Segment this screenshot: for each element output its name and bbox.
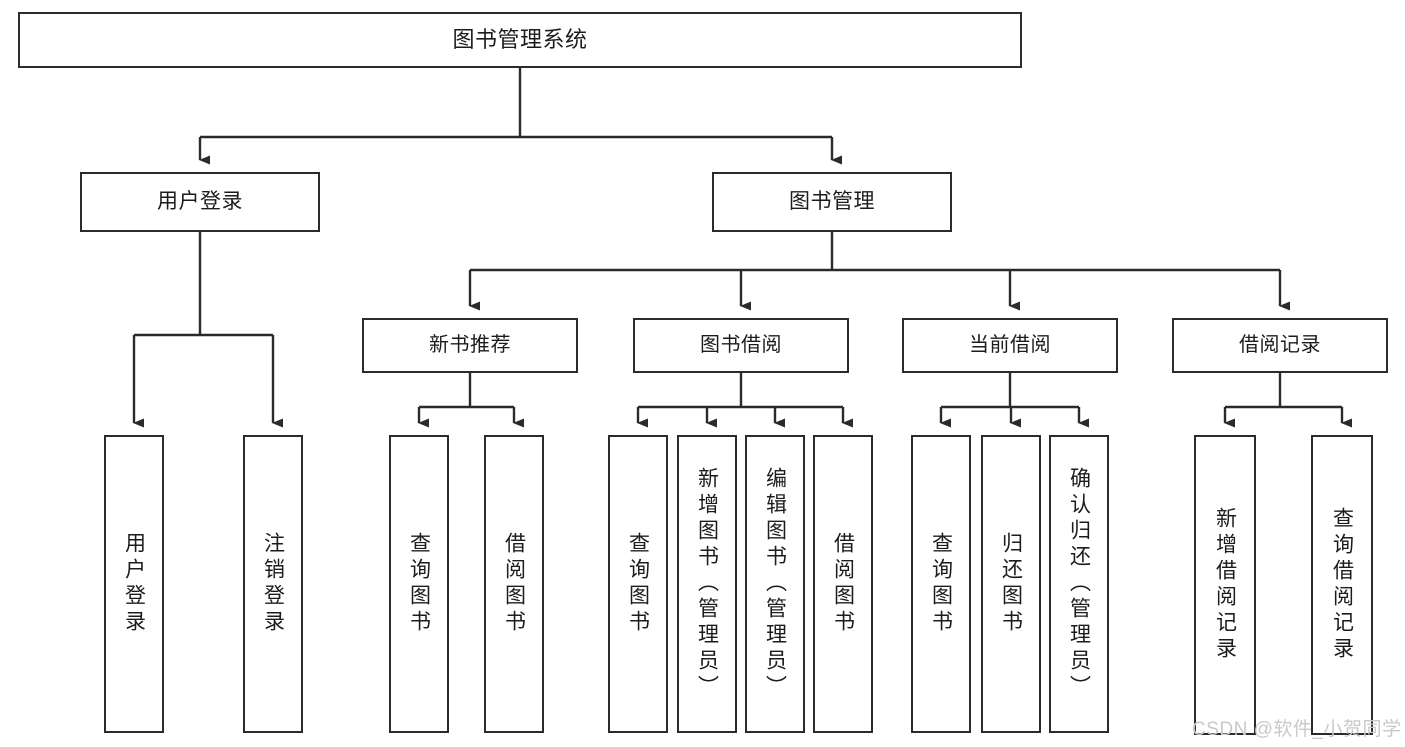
node-root[interactable]: 图书管理系统 bbox=[18, 12, 1022, 68]
node-leaf-query-book-1-label: 查询图书 bbox=[407, 532, 431, 636]
node-borrow-record-label: 借阅记录 bbox=[1239, 334, 1321, 356]
node-leaf-query-book-1[interactable]: 查询图书 bbox=[389, 435, 449, 733]
node-leaf-query-record[interactable]: 查询借阅记录 bbox=[1311, 435, 1373, 735]
node-leaf-confirm-return[interactable]: 确认归还（管理员） bbox=[1049, 435, 1109, 733]
node-leaf-edit-book[interactable]: 编辑图书（管理员） bbox=[745, 435, 805, 733]
node-leaf-return-book[interactable]: 归还图书 bbox=[981, 435, 1041, 733]
node-leaf-query-book-3-label: 查询图书 bbox=[929, 532, 953, 636]
node-leaf-query-book-3[interactable]: 查询图书 bbox=[911, 435, 971, 733]
node-leaf-query-book-2-label: 查询图书 bbox=[626, 532, 650, 636]
node-leaf-borrow-book-1-label: 借阅图书 bbox=[502, 532, 526, 636]
node-book-borrow-label: 图书借阅 bbox=[700, 334, 782, 356]
node-leaf-user-login-label: 用户登录 bbox=[122, 532, 146, 636]
node-new-book-recommend-label: 新书推荐 bbox=[429, 334, 511, 356]
node-leaf-add-book-label: 新增图书（管理员） bbox=[695, 467, 719, 701]
node-book-manage-label: 图书管理 bbox=[789, 189, 875, 213]
node-leaf-add-record[interactable]: 新增借阅记录 bbox=[1194, 435, 1256, 735]
node-leaf-user-login[interactable]: 用户登录 bbox=[104, 435, 164, 733]
node-leaf-query-record-label: 查询借阅记录 bbox=[1330, 507, 1354, 663]
node-user-login-label: 用户登录 bbox=[157, 189, 243, 213]
node-leaf-query-book-2[interactable]: 查询图书 bbox=[608, 435, 668, 733]
node-book-borrow[interactable]: 图书借阅 bbox=[633, 318, 849, 373]
node-leaf-borrow-book-2[interactable]: 借阅图书 bbox=[813, 435, 873, 733]
node-leaf-return-book-label: 归还图书 bbox=[999, 532, 1023, 636]
node-leaf-borrow-book-2-label: 借阅图书 bbox=[831, 532, 855, 636]
node-leaf-add-book[interactable]: 新增图书（管理员） bbox=[677, 435, 737, 733]
node-leaf-add-record-label: 新增借阅记录 bbox=[1213, 507, 1237, 663]
node-current-borrow[interactable]: 当前借阅 bbox=[902, 318, 1118, 373]
node-user-login[interactable]: 用户登录 bbox=[80, 172, 320, 232]
node-leaf-borrow-book-1[interactable]: 借阅图书 bbox=[484, 435, 544, 733]
node-root-label: 图书管理系统 bbox=[452, 27, 588, 53]
node-leaf-user-logout[interactable]: 注销登录 bbox=[243, 435, 303, 733]
node-book-manage[interactable]: 图书管理 bbox=[712, 172, 952, 232]
node-new-book-recommend[interactable]: 新书推荐 bbox=[362, 318, 578, 373]
node-leaf-edit-book-label: 编辑图书（管理员） bbox=[763, 467, 787, 701]
node-leaf-confirm-return-label: 确认归还（管理员） bbox=[1067, 467, 1091, 701]
node-leaf-user-logout-label: 注销登录 bbox=[261, 532, 285, 636]
node-current-borrow-label: 当前借阅 bbox=[969, 334, 1051, 356]
node-borrow-record[interactable]: 借阅记录 bbox=[1172, 318, 1388, 373]
